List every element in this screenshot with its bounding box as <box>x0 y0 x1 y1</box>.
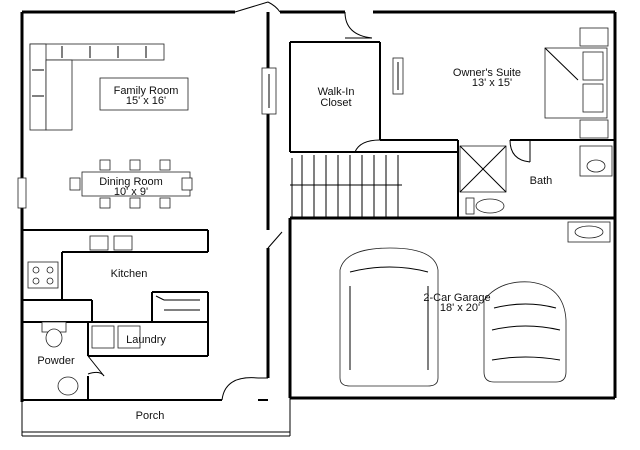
garage-size: 18' x 20' <box>440 302 480 314</box>
dining-table <box>69 159 193 209</box>
staircase <box>290 155 402 218</box>
owners-suite-label: Owner's Suite <box>453 67 521 79</box>
bath-label: Bath <box>530 175 553 187</box>
walk-in-closet-label-line1: Walk-In <box>318 86 355 98</box>
front-top-door <box>234 1 281 13</box>
porch-outline <box>21 398 291 437</box>
dining-room-label: Dining Room <box>99 176 163 188</box>
bath-fixtures <box>459 145 613 243</box>
owners-suite-size: 13' x 15' <box>472 77 512 89</box>
porch-label: Porch <box>136 410 165 422</box>
dining-room-size: 10' x 9' <box>114 186 148 198</box>
bed <box>544 27 609 139</box>
kitchen-counters <box>22 229 209 322</box>
closet-shelves <box>261 57 404 115</box>
exterior-walls <box>20 10 617 402</box>
family-room-furniture <box>29 43 189 131</box>
family-room-label: Family Room <box>114 85 179 97</box>
lower-left-walls <box>22 292 268 401</box>
kitchen-label: Kitchen <box>111 268 148 280</box>
garage-vehicles <box>339 247 567 387</box>
family-room-size: 15' x 16' <box>126 95 166 107</box>
garage-label: 2-Car Garage <box>423 292 490 304</box>
interior-walls <box>266 12 615 398</box>
powder-label: Powder <box>37 355 75 367</box>
laundry-label: Laundry <box>126 334 166 346</box>
walk-in-closet-label-line2: Closet <box>320 97 351 109</box>
left-window <box>17 177 27 209</box>
suite-door <box>344 11 373 39</box>
